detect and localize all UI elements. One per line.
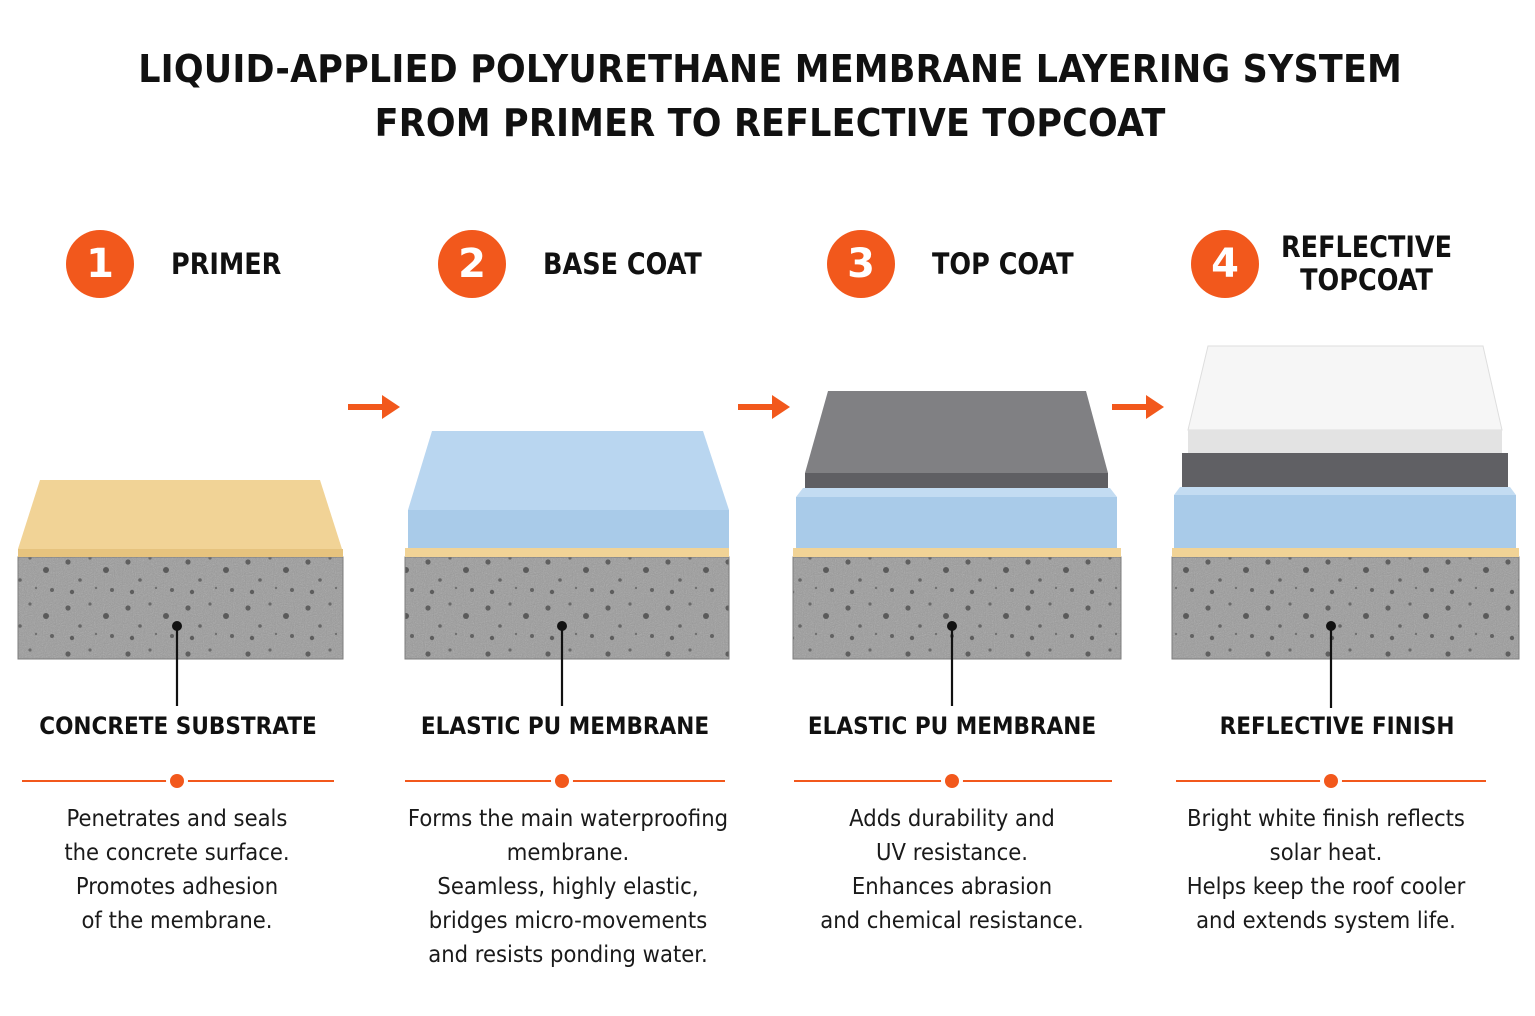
primer-layer-2 — [405, 548, 729, 557]
diagram-title-line-2: FROM PRIMER TO REFLECTIVE TOPCOAT — [374, 101, 1166, 145]
step-2-callout: ELASTIC PU MEMBRANE — [420, 712, 710, 740]
step-4-description-line: solar heat. — [1269, 840, 1383, 866]
step-4-badge: 4 — [1191, 230, 1259, 298]
step-2-description-line: bridges micro-movements — [428, 908, 708, 934]
step-1-description-line: Penetrates and seals — [66, 806, 288, 832]
step-2-title-line-1: BASE COAT — [543, 246, 702, 281]
diagram-title-line-1: LIQUID-APPLIED POLYURETHANE MEMBRANE LAY… — [138, 47, 1402, 91]
step-4-description: Bright white finish reflects solar heat.… — [1160, 802, 1491, 938]
step-4-title: REFLECTIVE TOPCOAT — [1281, 224, 1452, 304]
step-4-title-line-2: TOPCOAT — [1300, 263, 1433, 297]
step-1-badge: 1 — [66, 230, 134, 298]
step-4-description-line: Helps keep the roof cooler — [1186, 874, 1466, 900]
step-3-description-line: UV resistance. — [876, 840, 1028, 866]
divider-dot — [1324, 774, 1338, 788]
step-1-title-line-1: PRIMER — [171, 246, 282, 281]
stack-2 — [404, 431, 730, 706]
concrete-slab-2 — [404, 556, 730, 660]
divider-dot — [170, 774, 184, 788]
step-2-description: Forms the main waterproofing membrane. S… — [402, 802, 733, 972]
step-3-description-line: Adds durability and — [849, 806, 1055, 832]
top-coat-layer-4 — [1182, 453, 1508, 487]
step-2-description-line: membrane. — [506, 840, 630, 866]
step-1-callout: CONCRETE SUBSTRATE — [39, 712, 317, 740]
stack-1 — [17, 480, 344, 706]
divider-dot — [945, 774, 959, 788]
primer-layer-1 — [18, 480, 343, 557]
arrow-right-icon — [738, 395, 790, 419]
step-2-title: BASE COAT — [543, 224, 702, 304]
step-1-description: Penetrates and seals the concrete surfac… — [11, 802, 342, 938]
step-1-title: PRIMER — [171, 224, 281, 304]
stack-3 — [792, 391, 1122, 706]
step-4-callout: REFLECTIVE FINISH — [1219, 712, 1455, 740]
step-2-description-line: and resists ponding water. — [428, 942, 708, 968]
step-4-divider — [1176, 772, 1486, 790]
arrow-right-icon — [348, 395, 400, 419]
step-4-title-line-1: REFLECTIVE — [1281, 230, 1453, 264]
step-1-description-line: of the membrane. — [81, 908, 273, 934]
step-3-divider — [794, 772, 1112, 790]
step-2-badge: 2 — [438, 230, 506, 298]
reflective-topcoat-layer-4 — [1187, 345, 1503, 453]
step-4-description-line: Bright white finish reflects — [1187, 806, 1465, 832]
step-2-divider — [405, 772, 725, 790]
primer-layer-4 — [1172, 548, 1519, 557]
base-coat-layer-4 — [1174, 487, 1516, 548]
step-3-badge: 3 — [827, 230, 895, 298]
step-3-description-line: Enhances abrasion — [851, 874, 1053, 900]
step-1-divider — [22, 772, 334, 790]
arrow-right-icon — [1112, 395, 1164, 419]
base-coat-layer-3 — [796, 488, 1117, 548]
concrete-slab-1 — [17, 556, 344, 660]
step-3-title-line-1: TOP COAT — [932, 246, 1074, 281]
base-coat-layer-2 — [408, 431, 729, 548]
primer-layer-3 — [793, 548, 1121, 557]
concrete-slab-4 — [1171, 556, 1520, 660]
concrete-slab-3 — [792, 556, 1122, 660]
step-3-description: Adds durability and UV resistance. Enhan… — [786, 802, 1117, 938]
step-1-description-line: the concrete surface. — [64, 840, 290, 866]
step-3-description-line: and chemical resistance. — [820, 908, 1084, 934]
top-coat-layer-3 — [805, 391, 1108, 488]
step-4-description-line: and extends system life. — [1196, 908, 1456, 934]
divider-dot — [555, 774, 569, 788]
step-2-description-line: Seamless, highly elastic, — [437, 874, 699, 900]
step-2-description-line: Forms the main waterproofing — [407, 806, 729, 832]
stack-4 — [1171, 345, 1520, 708]
step-3-title: TOP COAT — [932, 224, 1074, 304]
step-3-callout: ELASTIC PU MEMBRANE — [807, 712, 1097, 740]
step-1-description-line: Promotes adhesion — [75, 874, 279, 900]
